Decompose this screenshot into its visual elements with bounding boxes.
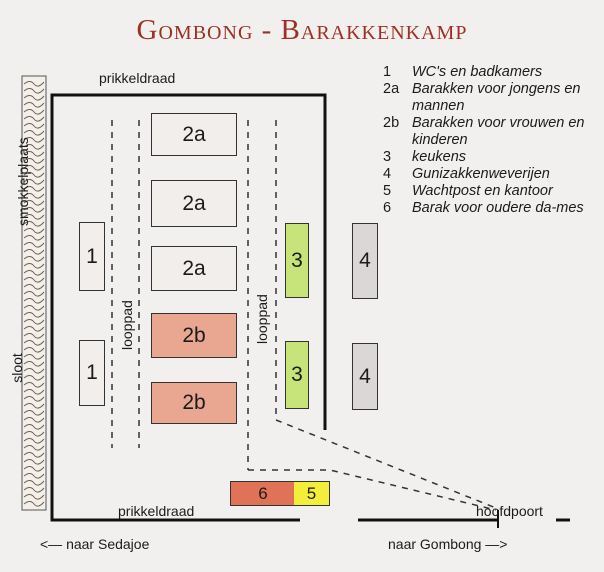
ditch-hatch-stroke	[23, 81, 45, 87]
ditch-hatch-stroke	[23, 130, 45, 136]
ditch-hatch-stroke	[23, 102, 45, 108]
main-gate-label: hoofdpoort	[476, 503, 543, 519]
ditch-hatch-stroke	[23, 298, 45, 304]
ditch-hatch-stroke	[23, 473, 45, 479]
ditch-hatch-stroke	[23, 501, 45, 507]
ditch-hatch-stroke	[23, 403, 45, 409]
ditch-hatch-stroke	[23, 494, 45, 500]
building-4-bottom: 4	[352, 343, 378, 410]
ditch-hatch-stroke	[23, 452, 45, 458]
fence-line	[50, 93, 327, 522]
building-2a-3: 2a	[151, 246, 237, 291]
direction-sedajoe: <— naar Sedajoe	[40, 536, 150, 552]
ditch-hatch-stroke	[23, 424, 45, 430]
fence-label-bottom: prikkeldraad	[118, 503, 195, 519]
ditch-hatch-stroke	[23, 480, 45, 486]
ditch-hatch	[23, 81, 45, 507]
ditch-hatch-stroke	[23, 186, 45, 192]
ditch-hatch-stroke	[23, 326, 45, 332]
building-2b-2: 2b	[151, 382, 237, 424]
fence-label-top: prikkeldraad	[99, 70, 176, 86]
ditch-hatch-stroke	[23, 431, 45, 437]
ditch-hatch-stroke	[23, 228, 45, 234]
ditch-hatch-stroke	[23, 207, 45, 213]
ditch-hatch-stroke	[23, 445, 45, 451]
ditch-hatch-stroke	[23, 137, 45, 143]
ditch-hatch-stroke	[23, 214, 45, 220]
building-2a-2: 2a	[151, 180, 237, 227]
ditch-hatch-stroke	[23, 123, 45, 129]
ditch-hatch-stroke	[23, 95, 45, 101]
ditch-hatch-stroke	[23, 466, 45, 472]
smuggle-place-label: smokkelplaats	[15, 137, 31, 226]
ditch-hatch-stroke	[23, 340, 45, 346]
path-label-right: looppad	[254, 294, 270, 344]
building-1-bottom: 1	[79, 340, 105, 406]
ditch-hatch-stroke	[23, 158, 45, 164]
ditch-hatch-stroke	[23, 284, 45, 290]
direction-gombong: naar Gombong —>	[388, 536, 508, 552]
building-2a-1: 2a	[151, 113, 237, 156]
ditch-hatch-stroke	[23, 333, 45, 339]
ditch-hatch-stroke	[23, 410, 45, 416]
ditch-hatch-stroke	[23, 256, 45, 262]
ditch-hatch-stroke	[23, 389, 45, 395]
ditch-hatch-stroke	[23, 109, 45, 115]
ditch-hatch-stroke	[23, 193, 45, 199]
ditch-hatch-stroke	[23, 382, 45, 388]
building-5: 5	[294, 481, 330, 506]
ditch-hatch-stroke	[23, 88, 45, 94]
ditch-hatch-stroke	[23, 263, 45, 269]
path-to-gate-lower	[248, 469, 497, 511]
building-3-bottom: 3	[285, 341, 309, 409]
building-2b-1: 2b	[151, 313, 237, 358]
ditch-hatch-stroke	[23, 361, 45, 367]
ditch-hatch-stroke	[23, 459, 45, 465]
map-title: Gombong - Barakkenkamp	[136, 14, 468, 46]
ditch-hatch-stroke	[23, 235, 45, 241]
building-6: 6	[230, 481, 296, 506]
ditch-hatch-stroke	[23, 417, 45, 423]
ditch-hatch-stroke	[23, 438, 45, 444]
ditch-hatch-stroke	[23, 270, 45, 276]
path-label-left: looppad	[119, 300, 135, 350]
ditch-hatch-stroke	[23, 368, 45, 374]
ditch-hatch-stroke	[23, 396, 45, 402]
ditch-hatch-stroke	[23, 242, 45, 248]
ditch-hatch-stroke	[23, 487, 45, 493]
path-to-gate-upper	[275, 419, 497, 509]
ditch-hatch-stroke	[23, 354, 45, 360]
building-1-top: 1	[79, 222, 105, 291]
ditch-hatch-stroke	[23, 347, 45, 353]
building-4-top: 4	[352, 223, 378, 299]
ditch-hatch-stroke	[23, 165, 45, 171]
ditch-label: sloot	[9, 353, 25, 383]
ditch-hatch-stroke	[23, 277, 45, 283]
ditch-hatch-stroke	[23, 249, 45, 255]
ditch-hatch-stroke	[23, 200, 45, 206]
ditch-hatch-stroke	[23, 291, 45, 297]
ditch-hatch-stroke	[23, 319, 45, 325]
ditch-hatch-stroke	[23, 221, 45, 227]
ditch-hatch-stroke	[23, 312, 45, 318]
ditch-hatch-stroke	[23, 144, 45, 150]
ditch-hatch-stroke	[23, 179, 45, 185]
ditch-hatch-stroke	[23, 375, 45, 381]
building-3-top: 3	[285, 223, 309, 298]
ditch-hatch-stroke	[23, 116, 45, 122]
ditch-hatch-stroke	[23, 305, 45, 311]
ditch-hatch-stroke	[23, 151, 45, 157]
ditch-hatch-stroke	[23, 172, 45, 178]
